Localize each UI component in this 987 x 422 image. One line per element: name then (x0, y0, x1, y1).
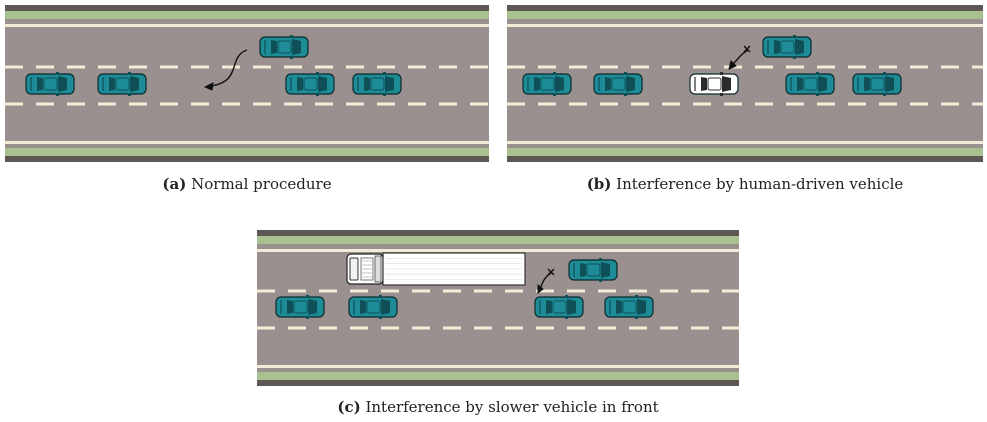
road-diagram-a (5, 5, 489, 162)
bottom-grass (507, 148, 983, 156)
top-grass (257, 236, 739, 244)
top-edge-line (257, 249, 739, 252)
white-car-icon (689, 72, 739, 96)
bottom-edge-line (5, 141, 489, 144)
bottom-shoulder (257, 380, 739, 386)
bottom-shoulder (5, 156, 489, 162)
caption-c-text: Interference by slower vehicle in front (365, 398, 659, 416)
curved-arrow-icon (203, 49, 248, 91)
caption-a: (a) Normal procedure (5, 175, 489, 193)
road (507, 5, 983, 162)
x-mark-icon (743, 45, 751, 53)
road-diagram-b (507, 5, 983, 162)
top-shoulder (257, 230, 739, 236)
caption-b-label: (b) (586, 175, 612, 193)
caption-a-text: Normal procedure (191, 175, 332, 193)
bottom-edge-line (507, 141, 983, 144)
teal-car-icon (534, 295, 584, 319)
panel-normal-procedure (5, 5, 489, 162)
caption-b: (b) Interference by human-driven vehicle (507, 175, 983, 193)
bottom-shoulder (507, 156, 983, 162)
caption-b-text: Interference by human-driven vehicle (616, 175, 904, 193)
top-edge-line (5, 24, 489, 27)
top-shoulder (507, 5, 983, 11)
top-grass (5, 11, 489, 19)
teal-car-icon (522, 72, 572, 96)
teal-car-icon (568, 258, 618, 282)
caption-a-label: (a) (162, 175, 187, 193)
panel-human-driven-interference (507, 5, 983, 162)
teal-car-icon (348, 295, 398, 319)
teal-car-icon (25, 72, 75, 96)
teal-car-icon (785, 72, 835, 96)
teal-car-icon (275, 295, 325, 319)
panel-slow-vehicle-interference (257, 230, 739, 386)
teal-car-icon (285, 72, 335, 96)
teal-car-icon (593, 72, 643, 96)
road (5, 5, 489, 162)
caption-c-label: (c) (337, 398, 361, 416)
truck-icon (346, 252, 526, 286)
bottom-grass (257, 372, 739, 380)
bottom-grass (5, 148, 489, 156)
top-grass (507, 11, 983, 19)
teal-car-icon (352, 72, 402, 96)
teal-car-icon (97, 72, 147, 96)
teal-car-icon (604, 295, 654, 319)
road-surface (507, 5, 983, 162)
bottom-edge-line (257, 365, 739, 368)
top-shoulder (5, 5, 489, 11)
top-edge-line (507, 24, 983, 27)
road-diagram-c (257, 230, 739, 386)
road-surface (5, 5, 489, 162)
curved-arrow-icon (728, 49, 749, 70)
teal-car-icon (852, 72, 902, 96)
caption-c: (c) Interference by slower vehicle in fr… (257, 398, 739, 416)
x-mark-icon (547, 268, 555, 276)
teal-car-icon (762, 35, 812, 59)
teal-car-icon (259, 35, 309, 59)
